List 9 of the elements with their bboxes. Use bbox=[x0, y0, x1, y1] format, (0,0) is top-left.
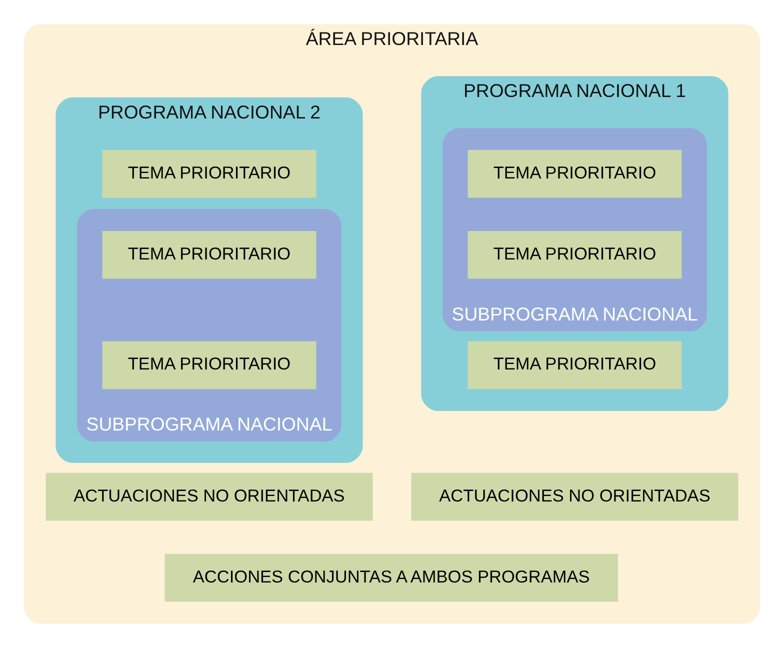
node-box: TEMA PRIORITARIO bbox=[102, 340, 316, 389]
node-box: ACTUACIONES NO ORIENTADAS bbox=[46, 472, 373, 520]
node-box: TEMA PRIORITARIO bbox=[102, 149, 316, 198]
node-box: TEMA PRIORITARIO bbox=[468, 340, 682, 389]
node-box: ACTUACIONES NO ORIENTADAS bbox=[411, 472, 738, 520]
node-box: TEMA PRIORITARIO bbox=[468, 149, 682, 198]
node-box: TEMA PRIORITARIO bbox=[102, 230, 316, 278]
node-box: ACCIONES CONJUNTAS A AMBOS PROGRAMAS bbox=[164, 553, 618, 602]
node-box: TEMA PRIORITARIO bbox=[468, 230, 682, 278]
